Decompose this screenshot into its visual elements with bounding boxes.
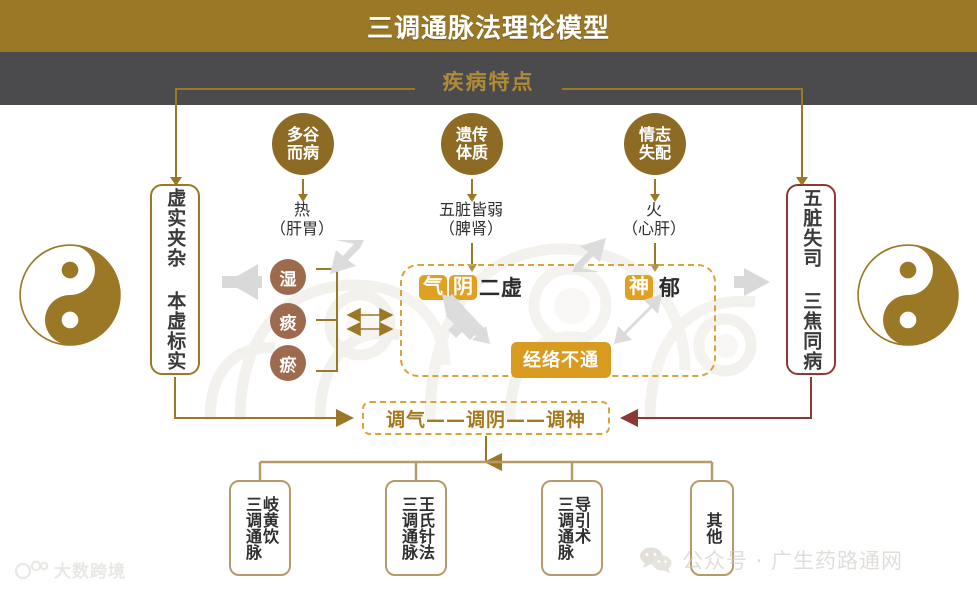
cause-circle-1[interactable]: 遗传 体质 bbox=[441, 113, 503, 175]
pathogen-circle-0-label: 湿 bbox=[279, 269, 297, 290]
arrow-cause-0 bbox=[298, 179, 308, 202]
syndrome-shen-group: 神 郁 bbox=[625, 272, 681, 302]
page-title: 三调通脉法理论模型 bbox=[366, 13, 610, 44]
yinyang-icon-right bbox=[857, 244, 959, 346]
meridian-blockage-badge[interactable]: 经络不通 bbox=[511, 342, 611, 378]
bracket-stem-left bbox=[175, 88, 177, 178]
arrowhead-down-right bbox=[796, 177, 808, 186]
highlight-char-qi: 气 bbox=[419, 274, 447, 300]
brand-logo-icon bbox=[14, 560, 48, 579]
block-arrow-left bbox=[222, 264, 258, 300]
effect-label-1: 五脏皆弱 （脾肾） bbox=[438, 200, 503, 239]
plain-char-er: 二 bbox=[479, 276, 500, 300]
wechat-icon bbox=[640, 547, 672, 573]
effect-label-0: 热 （肝胃） bbox=[269, 200, 334, 239]
pathogen-bracket-tick bbox=[316, 319, 338, 321]
section-rule-left bbox=[176, 88, 415, 90]
syndrome-qi-yin-group: 气 阴 二 虚 bbox=[419, 272, 523, 302]
cause-circle-1-label: 遗传 体质 bbox=[455, 125, 488, 162]
bracket-stem-right bbox=[801, 88, 803, 178]
method-box-3-label: 其他 bbox=[703, 512, 723, 544]
plain-char-xu: 虚 bbox=[501, 276, 522, 300]
method-box-0-label: 岐黄饮 三调通脉 bbox=[243, 496, 279, 560]
pathogen-circle-2-label: 瘀 bbox=[279, 355, 297, 376]
method-box-2[interactable]: 导引术 三调通脉 bbox=[541, 480, 603, 576]
plain-char-yu: 郁 bbox=[659, 276, 680, 300]
pathogen-circle-2[interactable]: 瘀 bbox=[270, 345, 306, 381]
conclusion-box-right-label: 五脏失司 三焦同病 bbox=[800, 188, 823, 371]
arrow-effect-right bbox=[650, 243, 660, 272]
method-tree-bus bbox=[258, 460, 714, 480]
block-arrow-to-left-box bbox=[226, 268, 262, 296]
pathogen-circle-1-label: 痰 bbox=[279, 313, 297, 334]
cause-circle-2-label: 情志 失配 bbox=[638, 125, 671, 162]
watermark-left-text: 大数跨境 bbox=[54, 562, 126, 582]
conclusion-box-left[interactable]: 虚实夹杂 本虚标实 bbox=[150, 184, 200, 375]
arrow-cause-2 bbox=[650, 179, 660, 202]
watermark-right-text: 公众号 · 广生药路通网 bbox=[682, 549, 904, 573]
pathogen-circle-0[interactable]: 湿 bbox=[270, 259, 306, 295]
method-box-2-label: 导引术 三调通脉 bbox=[555, 496, 591, 560]
pathogen-circle-1[interactable]: 痰 bbox=[270, 303, 306, 339]
highlight-char-shen: 神 bbox=[625, 274, 653, 300]
meridian-blockage-label: 经络不通 bbox=[523, 350, 599, 371]
section-band bbox=[0, 52, 977, 105]
method-box-1-label: 王氏针法 三调通脉 bbox=[399, 496, 435, 560]
treatment-principle-box[interactable]: 调气——调阴——调神 bbox=[362, 401, 610, 435]
page-title-bar: 三调通脉法理论模型 bbox=[0, 0, 977, 52]
method-box-1[interactable]: 王氏针法 三调通脉 bbox=[385, 480, 447, 576]
method-box-0[interactable]: 岐黄饮 三调通脉 bbox=[229, 480, 291, 576]
connector-left-to-treatment bbox=[174, 377, 354, 427]
cause-circle-0-label: 多谷 而病 bbox=[286, 125, 319, 162]
section-rule-right bbox=[562, 88, 802, 90]
highlight-char-yin: 阴 bbox=[449, 274, 477, 300]
yinyang-icon-left bbox=[19, 244, 121, 346]
cause-circle-0[interactable]: 多谷 而病 bbox=[272, 113, 334, 175]
pathogen-to-center-arrows bbox=[346, 307, 394, 337]
connector-right-to-treatment bbox=[620, 377, 812, 427]
treatment-principle-label: 调气——调阴——调神 bbox=[385, 408, 586, 431]
block-arrow-to-right-box bbox=[734, 268, 770, 296]
watermark-left: 大数跨境 bbox=[14, 557, 126, 582]
conclusion-box-left-label: 虚实夹杂 本虚标实 bbox=[164, 188, 187, 371]
arrow-cause-1 bbox=[467, 179, 477, 202]
arrow-effect-center bbox=[467, 243, 477, 272]
watermark-right: 公众号 · 广生药路通网 bbox=[639, 545, 903, 575]
cause-circle-2[interactable]: 情志 失配 bbox=[624, 113, 686, 175]
section-title: 疾病特点 bbox=[442, 70, 535, 94]
method-box-3[interactable]: 其他 bbox=[690, 480, 734, 576]
arrowhead-down-left bbox=[170, 177, 182, 186]
effect-label-2: 火 （心肝） bbox=[621, 200, 686, 239]
conclusion-box-right[interactable]: 五脏失司 三焦同病 bbox=[786, 184, 836, 375]
